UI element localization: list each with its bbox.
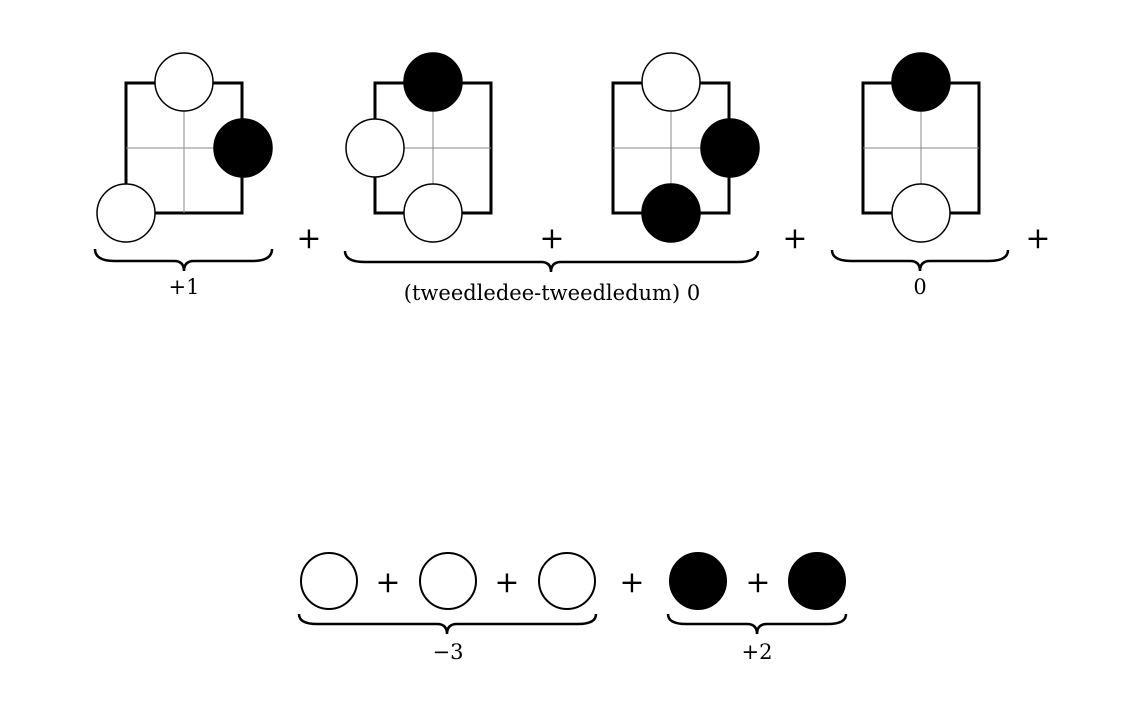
plus-operator: + (745, 565, 770, 600)
black-stone (700, 118, 760, 178)
underbrace (93, 248, 274, 272)
plus-operator: + (782, 221, 807, 256)
position-2 (345, 52, 493, 243)
white-stone (300, 552, 358, 610)
plus-operator: + (296, 221, 321, 256)
white-stone (419, 552, 477, 610)
black-stone (641, 183, 701, 243)
white-stone (403, 183, 463, 243)
plus-operator: + (494, 565, 519, 600)
plus-operator: + (375, 565, 400, 600)
underbrace (666, 613, 848, 635)
white-stone (891, 183, 951, 243)
black-stone (669, 552, 727, 610)
group-value-label: (tweedledee-tweedledum) 0 (404, 281, 700, 305)
group-value-label: +1 (169, 275, 200, 299)
group-value-label: 0 (913, 275, 926, 299)
white-stone (641, 52, 701, 112)
white-stone (96, 183, 156, 243)
plus-operator: + (619, 565, 644, 600)
black-stone (788, 552, 846, 610)
group-value-label: +2 (742, 640, 773, 664)
white-stone (154, 52, 214, 112)
plus-operator: + (1025, 221, 1050, 256)
white-stone (538, 552, 596, 610)
group-value-label: −3 (433, 640, 464, 664)
underbrace (343, 250, 760, 273)
position-4 (861, 52, 981, 243)
plus-operator: + (539, 221, 564, 256)
position-1 (96, 52, 273, 243)
black-stone (403, 52, 463, 112)
position-3 (611, 52, 760, 243)
underbrace (297, 613, 598, 635)
underbrace (830, 249, 1010, 272)
white-stone (345, 118, 405, 178)
black-stone (891, 52, 951, 112)
black-stone (213, 118, 273, 178)
